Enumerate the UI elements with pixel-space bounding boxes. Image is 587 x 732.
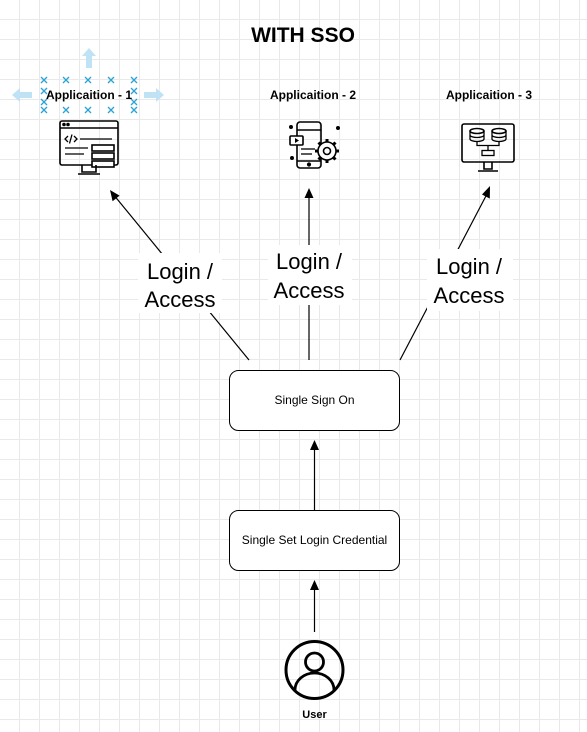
edge-credential-to-sso[interactable] — [310, 440, 319, 510]
edge-label-1-line2: Access — [145, 287, 216, 312]
edge-label-3-line1: Login / — [436, 254, 503, 279]
mobile-settings-icon[interactable] — [288, 121, 340, 169]
app-1-label[interactable]: Applicaition - 1 — [46, 88, 132, 102]
diagram-title: WITH SSO — [251, 24, 355, 47]
edge-label-1[interactable]: Login / Access — [138, 253, 222, 313]
sso-box[interactable]: Single Sign On — [229, 370, 400, 431]
app-2-label[interactable]: Applicaition - 2 — [270, 88, 356, 102]
edge-user-to-credential[interactable] — [310, 580, 319, 632]
code-monitor-icon[interactable] — [59, 120, 119, 175]
edge-label-1-line1: Login / — [147, 259, 214, 284]
user-icon[interactable] — [284, 640, 345, 700]
app-3-label[interactable]: Applicaition - 3 — [446, 88, 532, 102]
edge-label-3-line2: Access — [434, 283, 505, 308]
database-monitor-icon[interactable] — [461, 123, 515, 172]
sso-box-label: Single Sign On — [274, 393, 354, 407]
edge-label-2[interactable]: Login / Access — [268, 245, 352, 305]
selection-handles[interactable] — [12, 48, 164, 114]
edge-label-3[interactable]: Login / Access — [427, 249, 513, 311]
edge-label-2-line2: Access — [274, 278, 345, 303]
edge-label-2-line1: Login / — [276, 249, 343, 274]
user-label: User — [302, 709, 327, 721]
credential-box[interactable]: Single Set Login Credential — [229, 510, 400, 571]
credential-box-label: Single Set Login Credential — [242, 533, 387, 547]
